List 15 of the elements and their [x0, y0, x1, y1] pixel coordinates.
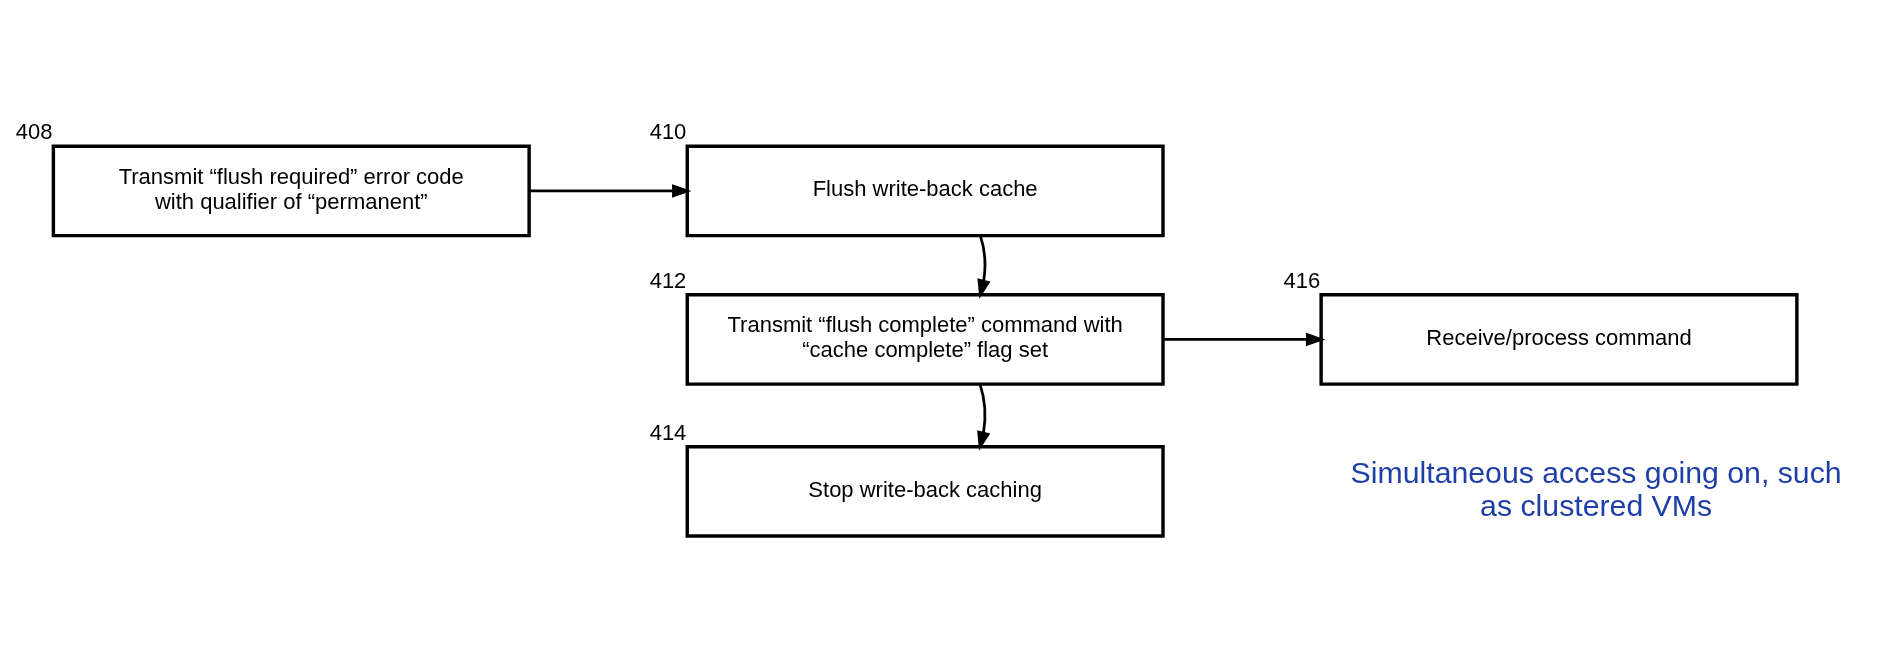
node-label: 416	[1283, 267, 1321, 293]
node-label: 408	[15, 118, 53, 144]
node-box: Stop write-back caching	[685, 444, 1165, 538]
node-box: Flush write-back cache	[685, 144, 1165, 237]
arrow	[977, 234, 991, 299]
node-box: Receive/process command	[1319, 292, 1799, 386]
node-box: Transmit “flush complete” command with “cache complete” flag set	[685, 292, 1165, 386]
arrow	[977, 383, 991, 451]
arrow	[529, 183, 692, 198]
arrow	[1163, 332, 1326, 346]
node-label: 414	[649, 419, 687, 445]
node-label: 410	[649, 118, 687, 144]
node-box: Transmit “flush required” error code with qualifier of “permanent”	[51, 144, 531, 237]
node-label: 412	[649, 267, 687, 293]
label: Simultaneous access going on, such as clustered VMs	[1350, 455, 1842, 522]
